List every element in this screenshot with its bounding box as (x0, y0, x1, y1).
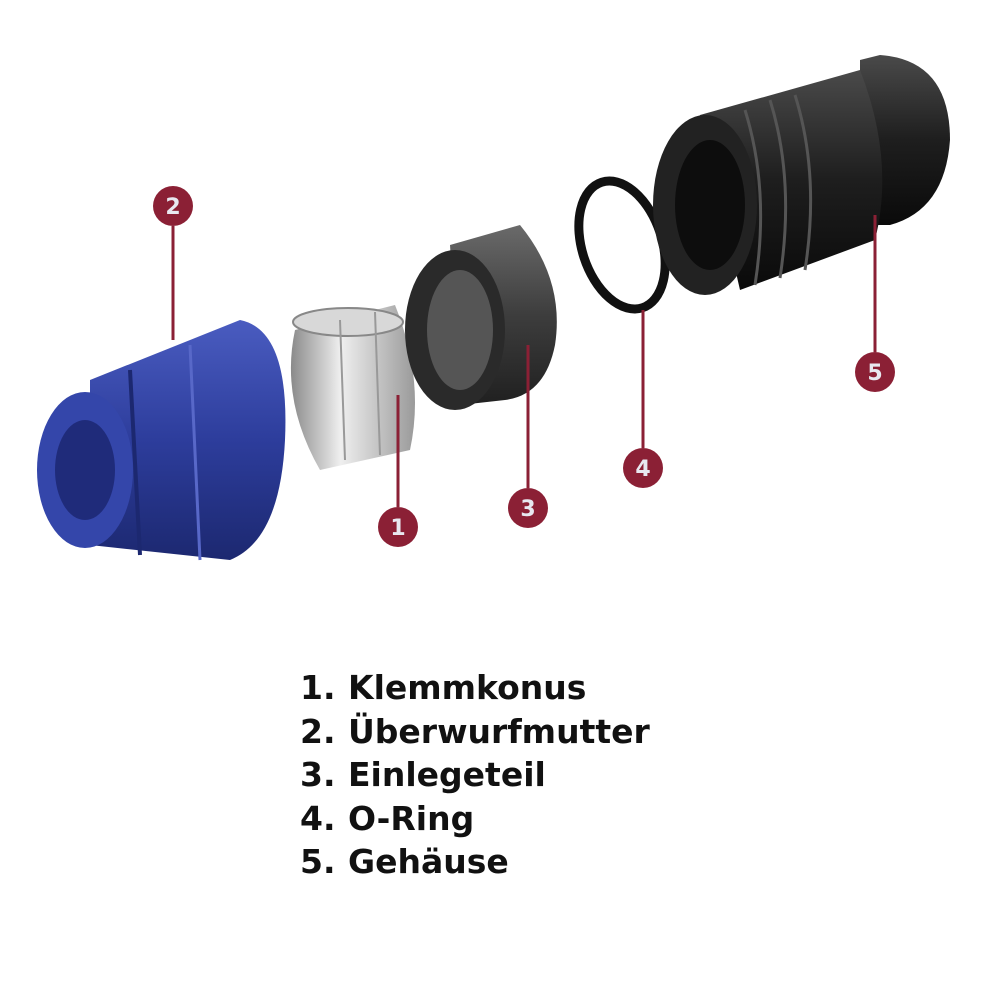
svg-text:5: 5 (867, 361, 882, 386)
leader-lines (171, 215, 877, 507)
badge-4: 4 (623, 448, 663, 488)
badge-2: 2 (153, 186, 193, 226)
legend-item: 4.O-Ring (300, 798, 475, 838)
part-union-nut (37, 320, 286, 561)
part-insert (405, 225, 557, 410)
parts-legend: 1.Klemmkonus 2.Überwurfmutter 3.Einleget… (300, 666, 650, 884)
svg-text:1: 1 (390, 516, 405, 541)
badge-5: 5 (855, 352, 895, 392)
badge-1: 1 (378, 507, 418, 547)
part-clamping-cone (290, 305, 415, 470)
badge-3: 3 (508, 488, 548, 528)
svg-text:4: 4 (635, 457, 650, 482)
legend-item: 5.Gehäuse (300, 842, 509, 881)
legend-item: 2.Überwurfmutter (300, 711, 650, 751)
svg-text:3: 3 (520, 497, 535, 522)
legend-item: 3.Einlegeteil (300, 755, 546, 794)
part-body (653, 55, 950, 295)
svg-text:2: 2 (165, 195, 180, 220)
legend-item: 1.Klemmkonus (300, 668, 587, 707)
